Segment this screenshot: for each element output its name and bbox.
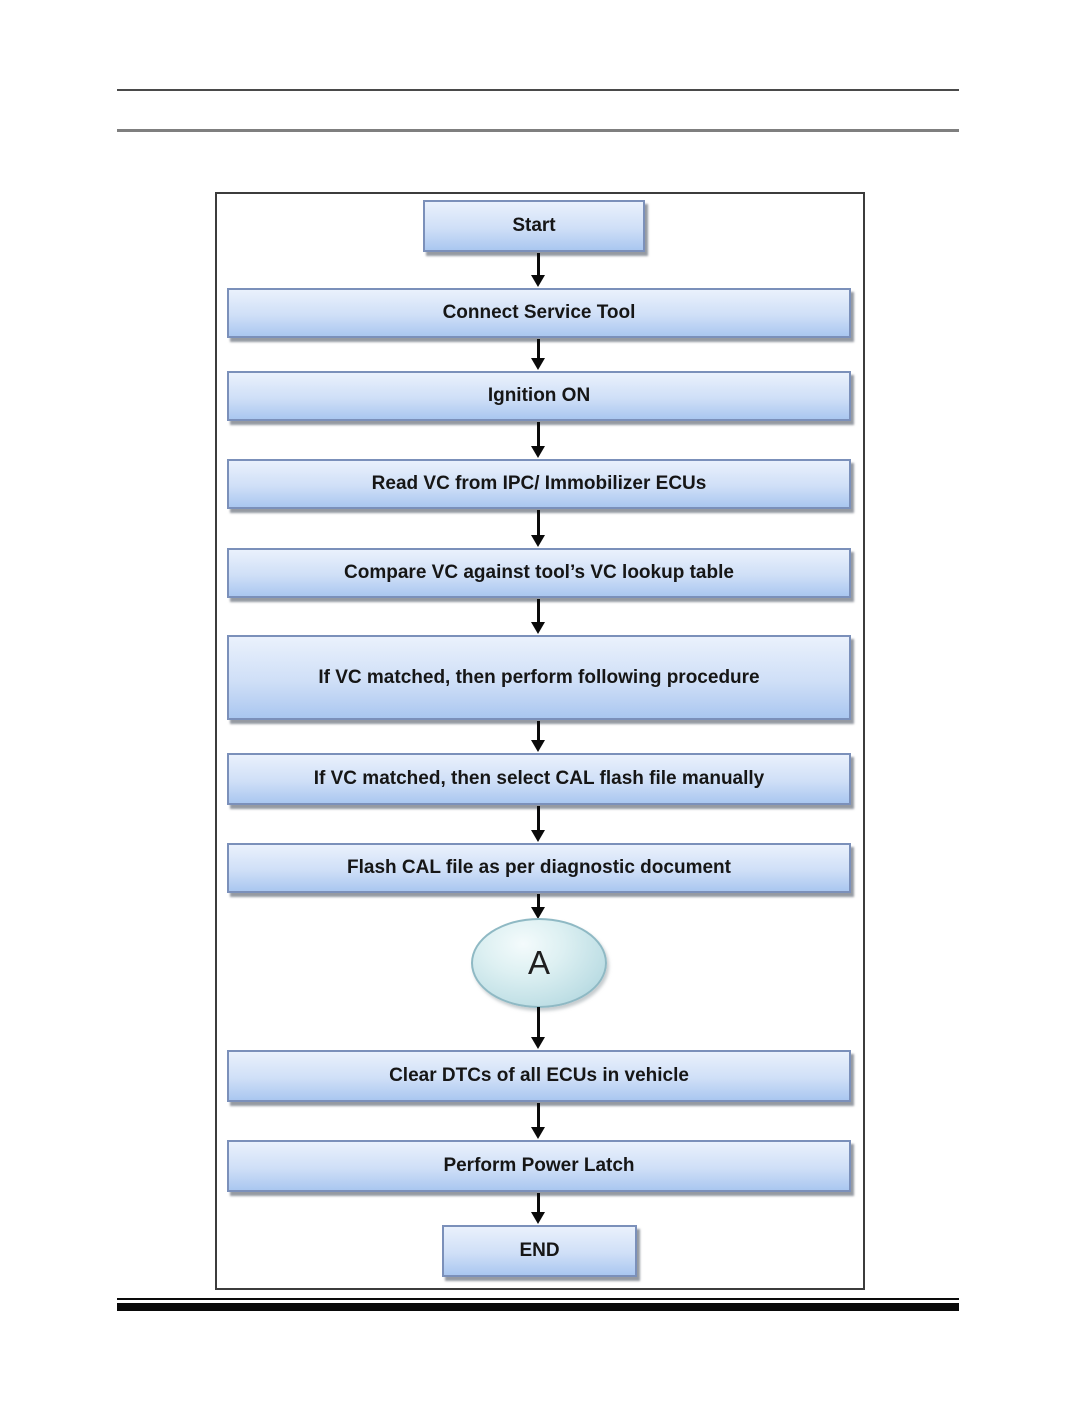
- flow-node-end-label: END: [519, 1240, 560, 1262]
- flow-node-read-vc: Read VC from IPC/ Immobilizer ECUs: [227, 459, 851, 509]
- flow-node-label: Read VC from IPC/ Immobilizer ECUs: [371, 473, 707, 495]
- flow-connector-a-label: A: [527, 944, 550, 981]
- flow-arrow-7: [531, 806, 545, 842]
- flow-node-connect-service-tool: Connect Service Tool: [227, 288, 851, 338]
- flow-node-vc-matched-select-cal: If VC matched, then select CAL flash fil…: [227, 753, 851, 805]
- flow-node-end: END: [442, 1225, 637, 1277]
- flow-node-label: Compare VC against tool’s VC lookup tabl…: [344, 562, 734, 584]
- flow-arrow-11: [531, 1193, 545, 1224]
- flow-node-label: Clear DTCs of all ECUs in vehicle: [389, 1065, 689, 1087]
- header-rule-bottom: [117, 129, 959, 132]
- flow-arrow-5: [531, 599, 545, 634]
- flow-node-label: Ignition ON: [487, 385, 591, 407]
- flow-arrow-6: [531, 721, 545, 752]
- flow-node-start-label: Start: [512, 215, 556, 237]
- flow-node-perform-power-latch: Perform Power Latch: [227, 1140, 851, 1192]
- flow-arrow-3: [531, 422, 545, 458]
- flow-arrow-10: [531, 1103, 545, 1139]
- footer-rule-thick: [117, 1303, 959, 1311]
- flow-arrow-2: [531, 339, 545, 370]
- flow-node-label: Perform Power Latch: [443, 1155, 635, 1177]
- flow-node-ignition-on: Ignition ON: [227, 371, 851, 421]
- flow-node-flash-cal-file: Flash CAL file as per diagnostic documen…: [227, 843, 851, 893]
- flow-node-label: Connect Service Tool: [442, 302, 636, 324]
- flow-node-vc-matched-procedure: If VC matched, then perform following pr…: [227, 635, 851, 720]
- flow-node-label: Flash CAL file as per diagnostic documen…: [347, 857, 731, 879]
- flow-node-label: If VC matched, then perform following pr…: [318, 666, 760, 688]
- flow-arrow-9: [531, 1007, 545, 1049]
- flow-arrow-4: [531, 510, 545, 547]
- flow-node-clear-dtcs: Clear DTCs of all ECUs in vehicle: [227, 1050, 851, 1102]
- flow-node-label: If VC matched, then select CAL flash fil…: [313, 768, 765, 790]
- flow-node-start: Start: [423, 200, 645, 252]
- footer-rule-thin: [117, 1298, 959, 1300]
- flow-arrow-8: [531, 894, 545, 919]
- flow-connector-a: A: [471, 918, 607, 1008]
- header-rule-top: [117, 89, 959, 91]
- flow-node-compare-vc: Compare VC against tool’s VC lookup tabl…: [227, 548, 851, 598]
- flow-arrow-1: [531, 253, 545, 287]
